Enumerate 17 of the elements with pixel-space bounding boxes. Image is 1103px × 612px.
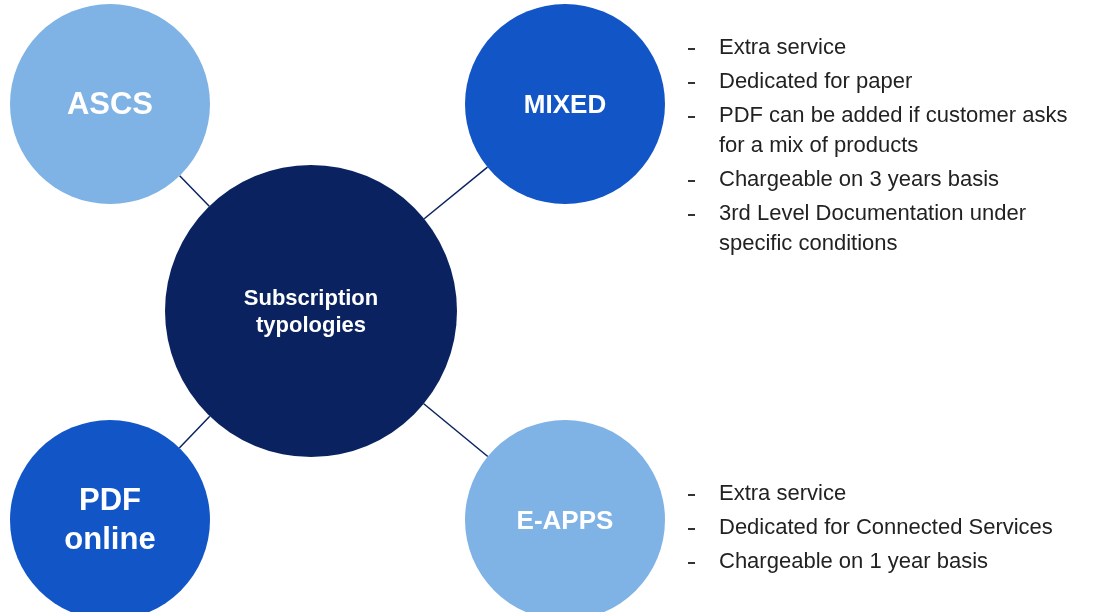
connector-line [178, 415, 211, 449]
connector-line [178, 175, 211, 207]
bullet-text: Chargeable on 1 year basis [719, 547, 989, 575]
bullet-text: Dedicated for paper [719, 67, 913, 95]
bullet-text: 3rd Level Documentation under specific conditions [719, 199, 1027, 257]
circle-label: Subscription typologies [243, 283, 379, 339]
connector-line [423, 166, 489, 220]
circle-label: E-APPS [516, 503, 614, 537]
bullet-text: Chargeable on 3 years basis [719, 165, 1000, 193]
circle-label: MIXED [523, 87, 607, 121]
bullet-text: Extra service [719, 479, 847, 507]
circle-label: ASCS [66, 84, 154, 123]
bullet-text: Extra service [719, 33, 847, 61]
circle-label: PDF online [63, 481, 157, 558]
bullet-text: Dedicated for Connected Services [719, 513, 1053, 541]
bullet-text: PDF can be added if customer asks for a mix of products [719, 101, 1069, 159]
connector-line [423, 403, 489, 458]
